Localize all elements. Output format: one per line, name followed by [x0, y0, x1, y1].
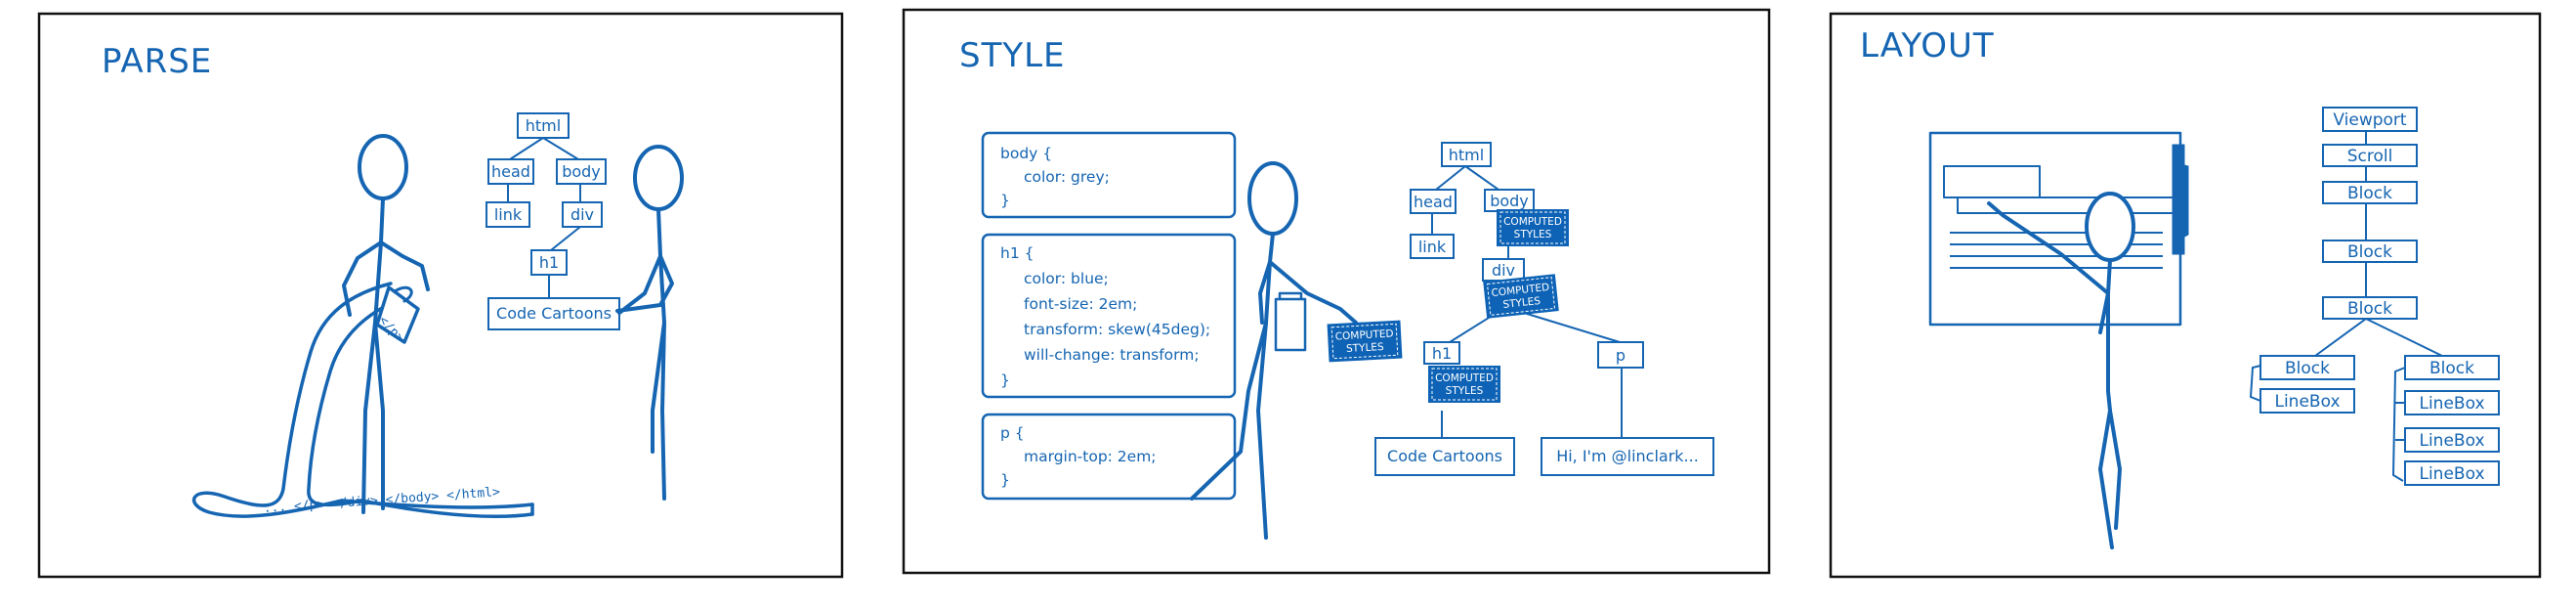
svg-text:Code Cartoons: Code Cartoons — [496, 304, 612, 323]
layout-page-sketch — [1928, 131, 2189, 327]
style-node-html: html — [1441, 142, 1492, 167]
svg-text:STYLES: STYLES — [1446, 385, 1484, 397]
svg-text:html: html — [526, 116, 561, 135]
layout-node-linebox-r3: LineBox — [2404, 460, 2500, 486]
svg-text:LineBox: LineBox — [2274, 392, 2340, 412]
svg-text:body: body — [562, 162, 601, 181]
style-node-p: p — [1597, 341, 1644, 369]
parse-tree-edges — [507, 137, 581, 298]
layout-node-linebox-r2: LineBox — [2404, 427, 2500, 453]
svg-text:transform: skew(45deg);: transform: skew(45deg); — [1024, 321, 1210, 338]
layout-node-block-right: Block — [2404, 355, 2500, 380]
layout-title: LAYOUT — [1860, 26, 1995, 65]
layout-tree-edges — [2249, 131, 2443, 482]
layout-node-linebox-left: LineBox — [2259, 388, 2355, 414]
parse-panel: PARSE html head body link — [37, 12, 844, 579]
svg-text:div: div — [1492, 261, 1515, 280]
svg-text:}: } — [1000, 371, 1010, 389]
svg-text:h1: h1 — [539, 253, 559, 272]
svg-text:LineBox: LineBox — [2419, 394, 2484, 414]
css-block-p: p { margin-top: 2em; } — [981, 413, 1237, 501]
svg-text:head: head — [1414, 193, 1453, 211]
style-node-head: head — [1410, 189, 1457, 214]
svg-text:Block: Block — [2285, 359, 2330, 378]
style-figure — [1190, 161, 1358, 540]
layout-node-block-3: Block — [2322, 296, 2418, 320]
svg-text:p: p — [1616, 346, 1626, 365]
layout-figure — [1987, 192, 2135, 549]
style-node-code-cartoons: Code Cartoons — [1374, 437, 1515, 476]
parse-node-h1: h1 — [530, 249, 568, 276]
svg-text:Hi, I'm @linclark...: Hi, I'm @linclark... — [1556, 447, 1699, 465]
style-title: STYLE — [959, 36, 1066, 75]
svg-text:link: link — [494, 205, 523, 224]
computed-styles-tag-figure: COMPUTED STYLES — [1327, 320, 1403, 363]
svg-text:p {: p { — [1000, 424, 1025, 442]
svg-text:margin-top: 2em;: margin-top: 2em; — [1024, 448, 1157, 465]
svg-text:h1: h1 — [1432, 344, 1452, 363]
parse-node-html: html — [517, 112, 570, 139]
svg-text:color: grey;: color: grey; — [1024, 168, 1110, 186]
svg-text:COMPUTED: COMPUTED — [1335, 327, 1394, 342]
svg-text:Block: Block — [2347, 299, 2392, 319]
parse-node-head: head — [487, 158, 534, 185]
computed-styles-tag-div: COMPUTED STYLES — [1483, 274, 1559, 319]
layout-node-block-1: Block — [2322, 181, 2418, 204]
computed-styles-tag-body: COMPUTED STYLES — [1497, 209, 1569, 246]
svg-text:body {: body { — [1000, 145, 1052, 162]
svg-text:Code Cartoons: Code Cartoons — [1387, 447, 1502, 465]
svg-text:div: div — [570, 205, 594, 224]
layout-node-block-left: Block — [2259, 355, 2355, 380]
svg-text:COMPUTED: COMPUTED — [1503, 216, 1562, 228]
style-node-div: div — [1482, 258, 1525, 282]
layout-node-linebox-r1: LineBox — [2404, 390, 2500, 415]
svg-text:head: head — [491, 162, 530, 181]
svg-text:Block: Block — [2347, 184, 2392, 203]
svg-text:STYLES: STYLES — [1346, 341, 1385, 355]
style-panel: STYLE body { color: grey; } h1 { color: … — [902, 8, 1771, 575]
parse-frame — [37, 12, 844, 579]
svg-text:}: } — [1000, 192, 1010, 209]
svg-text:LineBox: LineBox — [2419, 431, 2484, 451]
svg-text:COMPUTED: COMPUTED — [1435, 372, 1494, 384]
svg-text:STYLES: STYLES — [1502, 295, 1541, 311]
layout-node-viewport: Viewport — [2322, 107, 2418, 132]
computed-styles-tag-h1: COMPUTED STYLES — [1428, 366, 1500, 403]
svg-text:will-change: transform;: will-change: transform; — [1024, 346, 1200, 364]
css-block-body: body { color: grey; } — [981, 131, 1237, 219]
svg-text:Scroll: Scroll — [2347, 147, 2393, 166]
svg-text:Block: Block — [2347, 242, 2392, 262]
style-node-link: link — [1410, 234, 1455, 259]
parse-node-link: link — [486, 201, 530, 228]
layout-node-scroll: Scroll — [2322, 144, 2418, 167]
svg-text:Block: Block — [2429, 359, 2474, 378]
css-block-h1: h1 { color: blue; font-size: 2em; transf… — [981, 233, 1237, 399]
parse-figure-right — [615, 145, 684, 501]
style-node-body: body — [1484, 189, 1535, 212]
layout-node-block-2: Block — [2322, 240, 2418, 263]
svg-text:font-size: 2em;: font-size: 2em; — [1024, 295, 1137, 313]
svg-text:link: link — [1418, 238, 1447, 256]
parse-title: PARSE — [102, 42, 212, 81]
svg-text:html: html — [1449, 146, 1484, 164]
svg-text:LineBox: LineBox — [2419, 464, 2484, 484]
style-node-h1: h1 — [1423, 341, 1460, 365]
style-node-hi: Hi, I'm @linclark... — [1541, 437, 1714, 476]
svg-text:color: blue;: color: blue; — [1024, 270, 1109, 287]
svg-text:Viewport: Viewport — [2333, 110, 2407, 130]
parse-node-div: div — [562, 201, 603, 228]
layout-panel: LAYOUT — [1829, 12, 2542, 579]
svg-text:}: } — [1000, 471, 1010, 489]
parse-node-code-cartoons: Code Cartoons — [487, 297, 620, 330]
svg-text:body: body — [1490, 192, 1529, 210]
parse-ribbon — [191, 282, 534, 519]
svg-text:STYLES: STYLES — [1514, 229, 1552, 240]
parse-node-body: body — [556, 158, 607, 185]
svg-text:h1 {: h1 { — [1000, 244, 1034, 262]
